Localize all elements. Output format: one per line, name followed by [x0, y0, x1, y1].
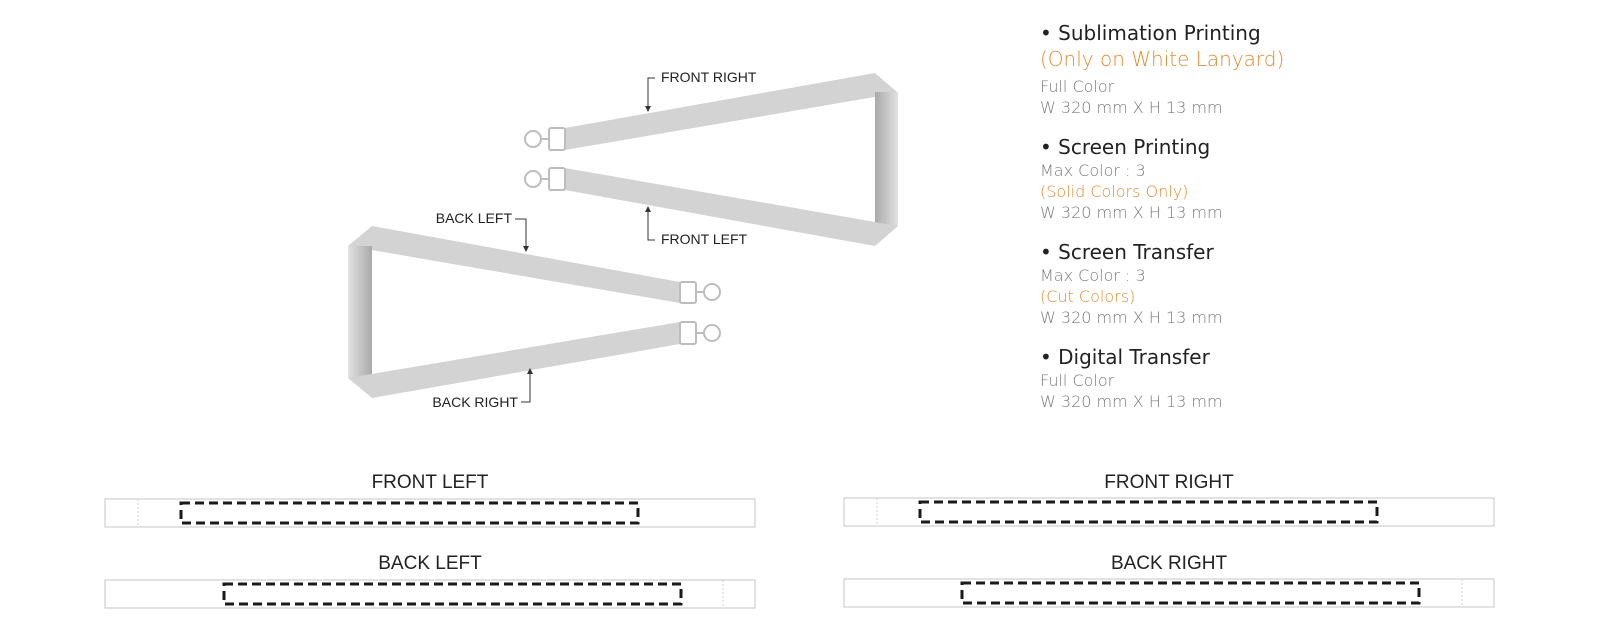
print-method-specs: • Sublimation Printing(Only on White Lan… [1040, 20, 1560, 428]
callout-back-left: BACK LEFT [436, 210, 529, 252]
spec-heading: • Screen Transfer [1040, 240, 1214, 264]
spec-heading: • Screen Printing [1040, 135, 1211, 159]
spec-detail: Full Color [1040, 371, 1115, 390]
strip-front-right [843, 497, 1495, 527]
strip-back-right [843, 578, 1495, 608]
strip-title-back-left: BACK LEFT [378, 553, 482, 574]
lower-hook-top [679, 281, 721, 304]
strip-title-back-right: BACK RIGHT [1110, 553, 1228, 574]
upper-lanyard-top-strap [565, 73, 898, 150]
callout-front-left: FRONT LEFT [645, 206, 748, 247]
lower-lanyard-loop [348, 246, 372, 378]
strip-back-left [104, 579, 756, 609]
lower-hook-bottom [679, 321, 721, 345]
spec-note: (Solid Colors Only) [1040, 182, 1189, 201]
spec-detail: W 320 mm X H 13 mm [1040, 308, 1223, 327]
print-area-back-left [222, 582, 683, 606]
spec-detail: W 320 mm X H 13 mm [1040, 203, 1223, 222]
spec-detail: W 320 mm X H 13 mm [1040, 392, 1223, 411]
callout-back-right: BACK RIGHT [432, 368, 533, 410]
label-back-right: BACK RIGHT [432, 394, 518, 410]
spec-heading: • Sublimation Printing [1040, 21, 1261, 45]
spec-heading: • Digital Transfer [1040, 345, 1210, 369]
print-area-front-right [918, 500, 1379, 524]
upper-lanyard [524, 73, 898, 246]
lower-lanyard [348, 226, 721, 398]
spec-note: (Cut Colors) [1040, 287, 1136, 306]
upper-hook-top [524, 127, 566, 151]
spec-note: (Only on White Lanyard) [1040, 47, 1285, 71]
strip-title-front-left: FRONT LEFT [371, 472, 489, 493]
strip-front-left [104, 498, 756, 528]
upper-lanyard-bottom-strap [565, 168, 898, 246]
spec-detail: W 320 mm X H 13 mm [1040, 98, 1223, 117]
spec-detail: Max Color : 3 [1040, 161, 1146, 180]
strip-title-front-right: FRONT RIGHT [1104, 472, 1234, 493]
print-area-back-right [960, 581, 1421, 605]
label-back-left: BACK LEFT [436, 210, 513, 226]
lower-lanyard-bottom-strap [348, 322, 680, 398]
spec-block: • Sublimation Printing(Only on White Lan… [1040, 20, 1560, 118]
upper-lanyard-loop [875, 92, 898, 226]
print-area-front-left [179, 501, 640, 525]
spec-detail: Max Color : 3 [1040, 266, 1146, 285]
label-front-right: FRONT RIGHT [661, 69, 757, 85]
spec-detail: Full Color [1040, 77, 1115, 96]
callout-front-right: FRONT RIGHT [645, 69, 757, 112]
label-front-left: FRONT LEFT [661, 231, 748, 247]
upper-hook-bottom [524, 167, 566, 191]
lower-lanyard-top-strap [348, 226, 680, 303]
